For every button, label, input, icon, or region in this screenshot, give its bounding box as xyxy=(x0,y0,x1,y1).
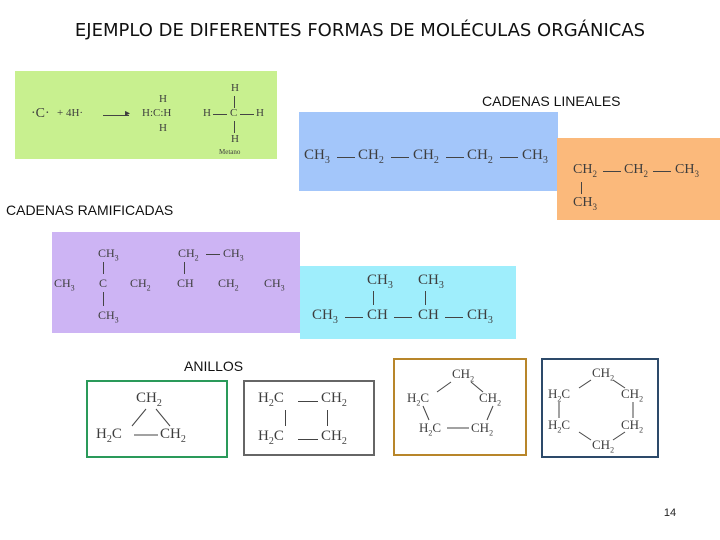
page-number: 14 xyxy=(663,507,677,519)
ring6-bonds xyxy=(558,379,634,441)
struct-h-left: H xyxy=(203,107,211,119)
branch-a-vbond-top-left xyxy=(103,262,104,274)
ring6-upper-right: CH2 xyxy=(621,386,644,404)
struct-h-top: H xyxy=(231,82,239,94)
linear-group-3: CH2 xyxy=(413,147,439,166)
branch-b-bond-1 xyxy=(345,317,363,318)
ring4-top-right: CH2 xyxy=(321,390,347,409)
ring3-top: CH2 xyxy=(136,390,162,409)
carbon-dot: ·C· xyxy=(31,106,50,121)
branch-a-main-1: CH3 xyxy=(54,276,75,293)
branch-b-bond-3 xyxy=(445,317,463,318)
bent-chain-box: CH2 CH2 CH3 CH3 xyxy=(557,138,720,220)
label-cadenas-lineales: CADENAS LINEALES xyxy=(482,93,621,109)
ring-cyclopropane-box: CH2 H2C CH2 xyxy=(86,380,228,458)
bent-bond-vertical xyxy=(581,182,582,194)
branch-b-main-1: CH3 xyxy=(312,307,338,326)
ring5-right: CH2 xyxy=(479,390,502,408)
methane-caption: Metano xyxy=(219,148,241,156)
branched-chain-box-b: CH3 CH3 CH3 CH CH CH3 xyxy=(300,266,516,339)
struct-h-bottom: H xyxy=(231,133,239,145)
bond-right xyxy=(240,114,254,115)
ring4-bottom-left: H2C xyxy=(258,428,284,447)
branch-a-main-5: CH2 xyxy=(218,276,239,293)
ring5-bottom-right: CH2 xyxy=(471,420,494,438)
methane-box: ·C· + 4H· ▸ H H:C:H H H H C H H Metano xyxy=(15,71,277,159)
ring6-bottom: CH2 xyxy=(592,437,615,455)
branch-b-main-3: CH xyxy=(418,307,439,323)
branch-b-main-2: CH xyxy=(367,307,388,323)
slide-title: EJEMPLO DE DIFERENTES FORMAS DE MOLÉCULA… xyxy=(74,20,646,41)
branch-a-bond-top xyxy=(206,254,220,255)
ring3-bottom-right: CH2 xyxy=(160,426,186,445)
linear-group-4: CH2 xyxy=(467,147,493,166)
bent-group-2: CH2 xyxy=(624,162,648,179)
branch-a-main-4: CH xyxy=(177,276,194,290)
ring5-bottom-left: H2C xyxy=(419,420,442,438)
ring4-bond-top xyxy=(298,401,318,402)
bent-bond-1 xyxy=(603,171,621,172)
label-anillos: ANILLOS xyxy=(184,358,244,374)
ring-cyclohexane-box: CH2 H2C CH2 H2C CH2 CH2 xyxy=(541,358,659,458)
ring5-top: CH2 xyxy=(452,366,475,384)
branch-a-main-6: CH3 xyxy=(264,276,285,293)
lewis-h-top: H xyxy=(159,93,167,105)
branch-b-main-4: CH3 xyxy=(467,307,493,326)
plus-4h: + 4H· xyxy=(57,107,84,119)
linear-bond-3 xyxy=(446,157,464,158)
linear-bond-1 xyxy=(337,157,355,158)
linear-group-1: CH3 xyxy=(304,147,330,166)
linear-group-5: CH3 xyxy=(522,147,548,166)
ring3-bonds xyxy=(131,408,171,436)
bond-left xyxy=(213,114,227,115)
arrow-head-icon: ▸ xyxy=(125,108,131,119)
struct-h-right: H xyxy=(256,107,264,119)
ring5-left: H2C xyxy=(407,390,430,408)
ring4-bottom-right: CH2 xyxy=(321,428,347,447)
branch-a-main-2: C xyxy=(99,276,108,290)
branched-chain-box-a: CH3 CH2 CH3 CH3 C CH2 CH CH2 CH3 CH3 xyxy=(52,232,300,333)
ring5-bonds xyxy=(422,381,494,429)
ring6-top: CH2 xyxy=(592,365,615,383)
branch-b-vbond-1 xyxy=(373,291,374,305)
ring4-bond-bottom xyxy=(298,439,318,440)
reaction-arrow xyxy=(103,115,129,116)
ring4-top-left: H2C xyxy=(258,390,284,409)
bond-top xyxy=(234,96,235,108)
branch-a-main-3: CH2 xyxy=(130,276,151,293)
ring-cyclopentane-box: CH2 H2C CH2 H2C CH2 xyxy=(393,358,527,456)
ring4-bond-left xyxy=(285,410,286,426)
branch-b-top-1: CH3 xyxy=(367,272,393,291)
ring3-bottom-left: H2C xyxy=(96,426,122,445)
bent-group-4: CH3 xyxy=(573,195,597,212)
linear-bond-4 xyxy=(500,157,518,158)
branch-a-ch3-bottom: CH3 xyxy=(98,308,119,325)
bond-bottom xyxy=(234,121,235,133)
branch-b-bond-2 xyxy=(394,317,412,318)
bent-group-3: CH3 xyxy=(675,162,699,179)
branch-a-ch3-top: CH3 xyxy=(98,246,119,263)
branch-a-ch2-top: CH2 xyxy=(178,246,199,263)
ring6-upper-left: H2C xyxy=(548,386,571,404)
ring6-lower-right: CH2 xyxy=(621,417,644,435)
bent-bond-2 xyxy=(653,171,671,172)
branch-a-vbond-top-right xyxy=(184,262,185,274)
linear-group-2: CH2 xyxy=(358,147,384,166)
branch-b-top-2: CH3 xyxy=(418,272,444,291)
struct-carbon: C xyxy=(230,107,238,119)
ring6-lower-left: H2C xyxy=(548,417,571,435)
branch-a-vbond-bottom xyxy=(103,292,104,306)
bent-group-1: CH2 xyxy=(573,162,597,179)
branch-a-ch3-top-right: CH3 xyxy=(223,246,244,263)
linear-bond-2 xyxy=(391,157,409,158)
lewis-middle: H:C:H xyxy=(142,107,172,119)
ring4-bond-right xyxy=(327,410,328,426)
linear-chain-box: CH3 CH2 CH2 CH2 CH3 xyxy=(299,112,558,191)
lewis-h-bottom: H xyxy=(159,122,167,134)
branch-b-vbond-2 xyxy=(425,291,426,305)
ring-cyclobutane-box: H2C CH2 H2C CH2 xyxy=(243,380,375,456)
label-cadenas-ramificadas: CADENAS RAMIFICADAS xyxy=(6,202,174,218)
